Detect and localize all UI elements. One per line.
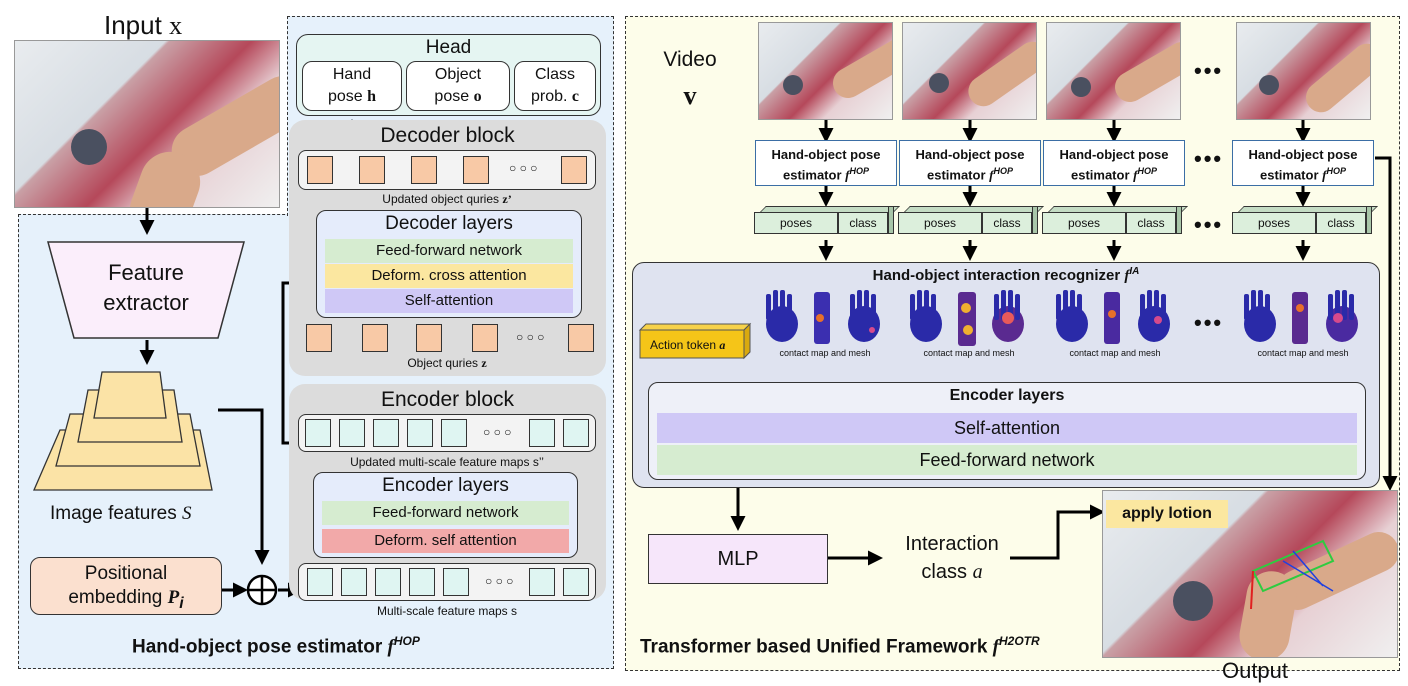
contact-label-n: contact map and mesh — [1257, 348, 1349, 358]
h2otr-caption: Transformer based Unified Framework fH2O… — [640, 634, 1040, 658]
contact-map-3 — [1056, 290, 1170, 344]
contact-map-2 — [910, 290, 1024, 346]
interaction-class-label: Interaction class a — [905, 533, 999, 583]
contact-ellipsis: ••• — [1194, 310, 1224, 335]
decoder-layers: Decoder layers Feed-forward network Defo… — [316, 210, 582, 318]
input-title: Input x — [104, 10, 183, 40]
input-image — [14, 40, 280, 208]
feature-extractor — [47, 241, 245, 339]
video-label: Video v — [663, 48, 717, 110]
hop-caption: Hand-object pose estimator fHOP — [132, 634, 420, 658]
multi-scale-row: ○ ○ ○ — [298, 563, 596, 601]
updated-queries-label: Updated object quries z’ — [382, 192, 512, 206]
frames-ellipsis: ••• — [1194, 58, 1224, 83]
contact-map-n — [1244, 290, 1358, 344]
decoder-block-title: Decoder block — [380, 124, 515, 147]
apply-lotion-badge: apply lotion — [1106, 500, 1228, 528]
video-frame-1 — [758, 22, 893, 120]
video-frame-3 — [1046, 22, 1181, 120]
poses-ellipsis: ••• — [1194, 212, 1224, 237]
video-frame-n — [1236, 22, 1371, 120]
pose-overlay — [1250, 539, 1335, 610]
mlp-block: MLP — [648, 534, 828, 584]
encoder-layers-right: Encoder layers Self-attention Feed-forwa… — [648, 382, 1366, 480]
feature-pyramid — [33, 371, 213, 491]
contact-label-2: contact map and mesh — [923, 348, 1015, 358]
action-token-shape — [638, 322, 752, 360]
positional-embedding: Positional embedding Pi — [30, 557, 222, 615]
object-queries-row: ○ ○ ○ — [298, 320, 596, 354]
updated-maps-row: ○ ○ ○ — [298, 414, 596, 452]
hop-ellipsis: ••• — [1194, 146, 1224, 171]
encoder-block-title: Encoder block — [380, 388, 515, 411]
output-label: Output — [1221, 658, 1289, 683]
contact-label-1: contact map and mesh — [779, 348, 871, 358]
image-features-label: Image features S — [50, 503, 192, 524]
object-queries-label: Object quries z — [407, 356, 487, 370]
action-token-label: Action token a — [650, 338, 726, 352]
contact-label-3: contact map and mesh — [1069, 348, 1161, 358]
video-frame-2 — [902, 22, 1037, 120]
encoder-layers-left: Encoder layers Feed-forward network Defo… — [313, 472, 578, 558]
multi-scale-label: Multi-scale feature maps s — [376, 604, 518, 618]
recognizer-title: Hand-object interaction recognizer fIA — [872, 266, 1140, 284]
contact-map-1 — [766, 290, 880, 344]
updated-maps-label: Updated multi-scale feature maps s’’ — [350, 455, 544, 469]
updated-queries-row: ○ ○ ○ — [298, 150, 596, 190]
